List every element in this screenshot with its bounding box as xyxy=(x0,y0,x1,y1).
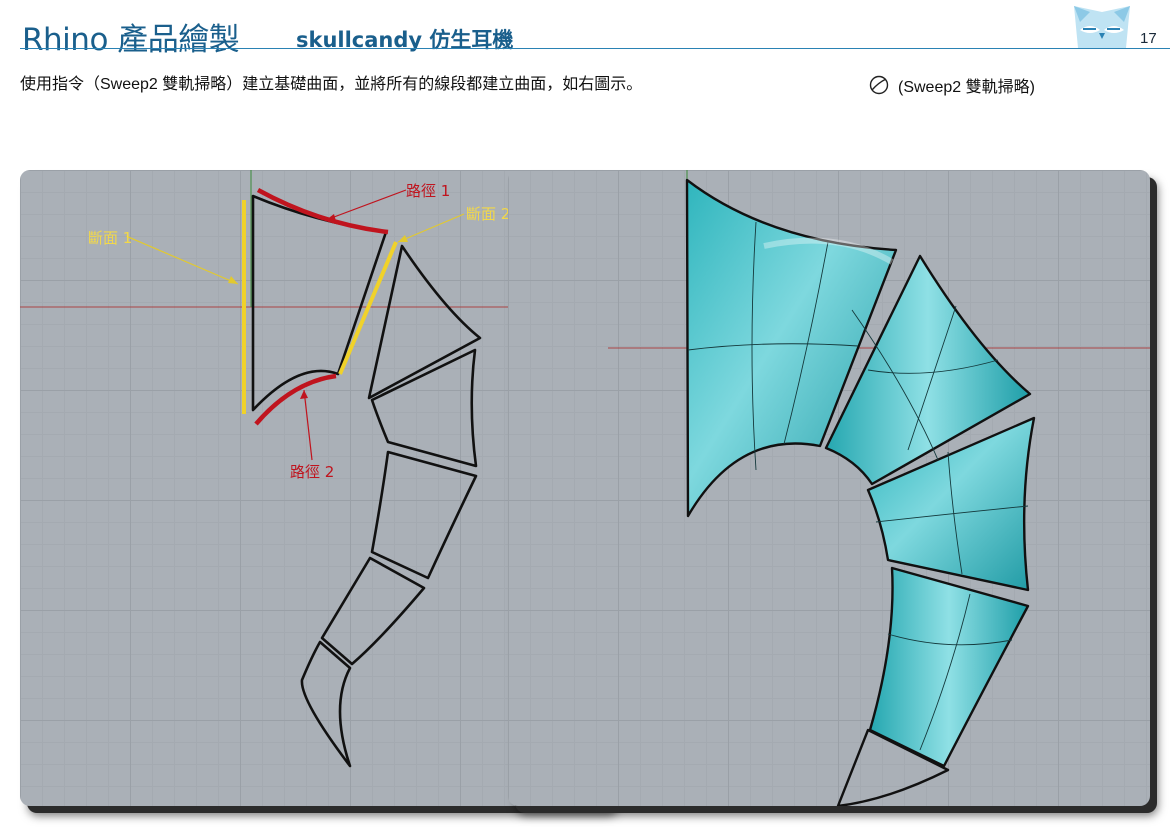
curves-drawing: 路徑 1 路徑 2 斷面 1 斷面 2 xyxy=(20,170,610,768)
segment-1 xyxy=(251,194,388,412)
page-title: Rhino 產品繪製 xyxy=(22,22,240,58)
section-2-label: 斷面 2 xyxy=(466,205,510,223)
segment-3 xyxy=(370,348,478,468)
section-2-highlight xyxy=(338,241,398,375)
rail-1-highlight xyxy=(256,188,389,235)
page-subtitle: skullcandy 仿生耳機 xyxy=(296,28,514,52)
leader-lines xyxy=(125,189,465,461)
segment-2 xyxy=(367,244,482,400)
isocurves xyxy=(687,221,1029,751)
section-1-label: 斷面 1 xyxy=(88,229,132,247)
surface-4 xyxy=(868,566,1030,768)
sections xyxy=(242,200,398,414)
page-number: 17 xyxy=(1140,30,1157,47)
rails xyxy=(254,188,389,426)
rail-2-highlight xyxy=(254,373,337,426)
sweep2-command: (Sweep2 雙軌掃略) xyxy=(868,73,1035,97)
profile-outlines xyxy=(251,194,482,768)
segment-5 xyxy=(320,556,426,666)
path-1-label: 路徑 1 xyxy=(406,182,450,200)
path-2-label: 路徑 2 xyxy=(290,463,334,481)
swept-surfaces xyxy=(685,178,1036,806)
sweep2-icon xyxy=(869,75,889,95)
segment-5-outline xyxy=(836,728,950,806)
segment-4 xyxy=(370,450,478,580)
owl-logo-icon xyxy=(1074,6,1130,48)
surface-highlight xyxy=(763,237,894,265)
page-header: Rhino 產品繪製 skullcandy 仿生耳機 17 xyxy=(0,0,1170,58)
segment-6 xyxy=(300,640,352,768)
viewport-surfaces[interactable] xyxy=(508,170,1150,806)
surface-3 xyxy=(866,416,1036,592)
surface-1 xyxy=(685,178,898,518)
header-divider xyxy=(20,48,1170,49)
surfaces-drawing xyxy=(608,170,1150,806)
instruction-text: 使用指令（Sweep2 雙軌掃略）建立基礎曲面，並將所有的線段都建立曲面，如右圖… xyxy=(20,76,643,93)
surface-2 xyxy=(824,254,1032,486)
sweep2-label: (Sweep2 雙軌掃略) xyxy=(898,79,1035,96)
